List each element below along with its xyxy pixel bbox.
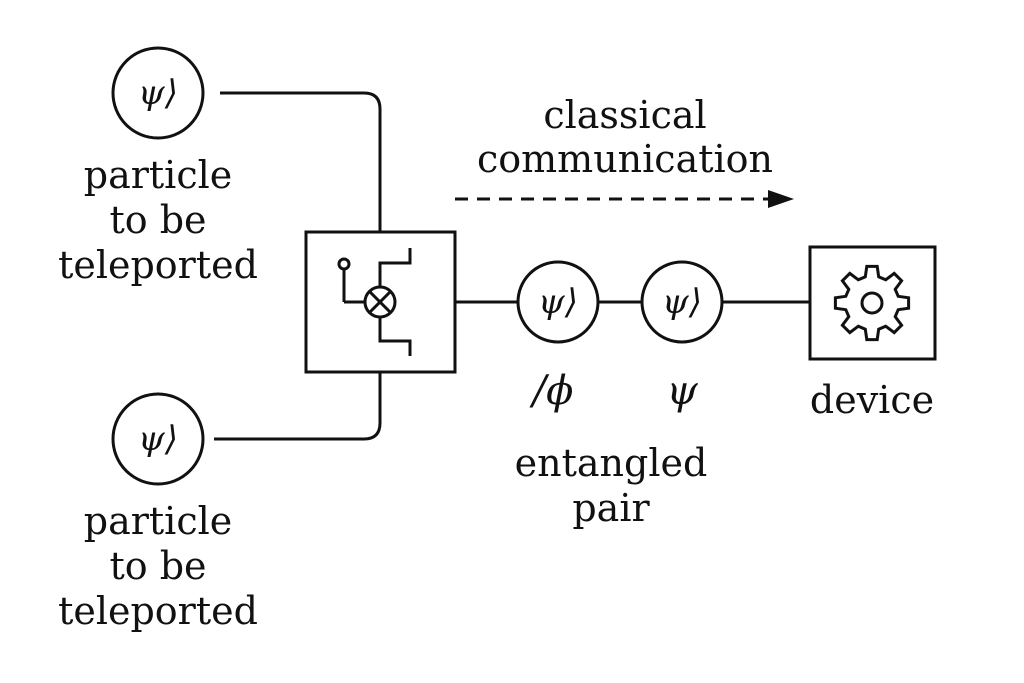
particle-top-label-line-1: particle bbox=[84, 153, 233, 197]
entangled-pair-left-symbol: ψ⟩ bbox=[538, 282, 578, 322]
particle-top-label-line-2: to be bbox=[109, 198, 206, 242]
entangled-pair-label-line-2: pair bbox=[572, 486, 650, 530]
particle-bottom: ψ⟩ bbox=[111, 392, 205, 486]
wire-bottom-particle bbox=[214, 372, 382, 441]
classical-communication-arrowhead bbox=[768, 190, 794, 208]
particle-bottom-label-line-1: particle bbox=[84, 499, 233, 543]
measurement-box-frame bbox=[304, 230, 457, 374]
particle-bottom-symbol: ψ⟩ bbox=[138, 419, 178, 459]
particle-bottom-label: particle to be teleported bbox=[58, 499, 258, 633]
device: device bbox=[808, 245, 937, 422]
wire-top-particle bbox=[220, 91, 382, 232]
particle-top-symbol: ψ⟩ bbox=[138, 73, 178, 113]
device-label: device bbox=[810, 378, 934, 422]
entangled-pair-right-circle bbox=[640, 260, 724, 344]
gear-icon-hub bbox=[860, 291, 884, 315]
classical-communication-label-line-1: classical bbox=[543, 93, 706, 137]
entangled-pair-left-caption: /ϕ bbox=[529, 368, 574, 414]
particle-bottom-label-line-2: to be bbox=[109, 544, 206, 588]
particle-top-label: particle to be teleported bbox=[58, 153, 258, 287]
entangled-pair: ψ⟩ ψ⟩ /ϕ ψ entangled pair bbox=[515, 260, 724, 530]
classical-communication: classical communication bbox=[455, 93, 794, 208]
device-box bbox=[808, 245, 937, 361]
gear-icon bbox=[833, 264, 911, 342]
particle-top: ψ⟩ bbox=[111, 46, 205, 140]
entangled-pair-left-circle bbox=[516, 260, 600, 344]
particle-top-label-line-3: teleported bbox=[58, 243, 258, 287]
entangled-pair-label-line-1: entangled bbox=[515, 441, 708, 485]
particle-bottom-circle bbox=[111, 392, 205, 486]
particle-top-circle bbox=[111, 46, 205, 140]
entangled-pair-right-caption: ψ bbox=[666, 368, 698, 414]
classical-communication-label-line-2: communication bbox=[477, 137, 773, 181]
measurement-circuit-icon bbox=[337, 248, 412, 356]
particle-bottom-label-line-3: teleported bbox=[58, 589, 258, 633]
measurement-box bbox=[304, 230, 457, 374]
entangled-pair-right-symbol: ψ⟩ bbox=[662, 282, 702, 322]
